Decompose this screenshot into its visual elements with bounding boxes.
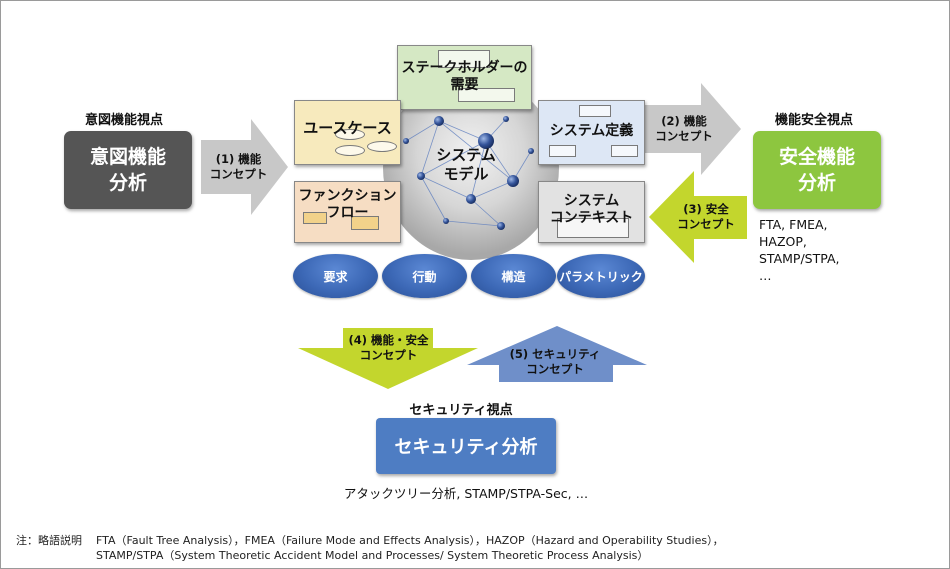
arrow-4-line1: (4) 機能・安全 bbox=[348, 333, 429, 347]
safety-method-3: STAMP/STPA, bbox=[759, 251, 840, 266]
arrow-5-line1: (5) セキュリティ bbox=[509, 347, 601, 361]
system-model-line2: モデル bbox=[443, 165, 489, 183]
system-definition-title: システム定義 bbox=[549, 123, 634, 139]
arrow-3-line2: コンセプト bbox=[677, 217, 735, 231]
security-analysis-box: セキュリティ分析 bbox=[376, 418, 556, 474]
pillar-requirements: 要求 bbox=[293, 254, 378, 298]
system-definition-panel: システム定義 bbox=[538, 100, 645, 165]
arrow-2-shape bbox=[641, 83, 741, 175]
system-model-label: システム モデル bbox=[421, 146, 511, 184]
arrow-2-label: (2) 機能 コンセプト bbox=[644, 114, 724, 144]
arrow-5-line2: コンセプト bbox=[526, 362, 584, 376]
system-model-sphere bbox=[383, 76, 559, 260]
system-context-title-line2: コンテキスト bbox=[549, 210, 634, 226]
arrow-3-label: (3) 安全 コンセプト bbox=[664, 202, 748, 232]
system-context-panel: システム コンテキスト bbox=[538, 181, 645, 243]
arrow-2-line2: コンセプト bbox=[655, 129, 713, 143]
usecase-title: ユースケース bbox=[303, 119, 392, 137]
arrow-1-label: (1) 機能 コンセプト bbox=[201, 152, 276, 182]
arrow-3-line1: (3) 安全 bbox=[683, 202, 729, 216]
safety-method-4: … bbox=[759, 268, 772, 283]
safety-methods: FTA, FMEA, HAZOP, STAMP/STPA, … bbox=[759, 216, 840, 284]
stakeholder-title-line2: 需要 bbox=[450, 77, 479, 93]
system-context-title-line1: システム bbox=[563, 193, 620, 209]
intent-box-line2: 分析 bbox=[108, 172, 147, 194]
security-viewpoint-label: セキュリティ視点 bbox=[409, 403, 513, 418]
arrow-3-shape bbox=[649, 171, 747, 263]
safety-method-2: HAZOP, bbox=[759, 234, 807, 249]
pillar-parametric: パラメトリック bbox=[557, 254, 645, 298]
safety-box-line1: 安全機能 bbox=[778, 146, 855, 168]
arrow-1-line1: (1) 機能 bbox=[215, 152, 262, 166]
arrow-4-shape bbox=[298, 348, 478, 389]
function-flow-title-line1: ファンクション bbox=[298, 188, 397, 204]
intent-viewpoint-label: 意図機能視点 bbox=[84, 113, 163, 128]
safety-box-line2: 分析 bbox=[797, 172, 836, 194]
pillar-structure: 構造 bbox=[471, 254, 556, 298]
usecase-panel: ユースケース bbox=[294, 100, 401, 165]
arrow-5-shape bbox=[467, 326, 647, 382]
arrow-2-line1: (2) 機能 bbox=[661, 114, 707, 128]
stakeholder-needs-panel: ステークホルダーの 需要 bbox=[397, 45, 532, 110]
footnote-heading: 注：略語説明 bbox=[16, 534, 82, 547]
intent-analysis-box: 意図機能 分析 bbox=[64, 131, 192, 209]
footnote-line2: STAMP/STPA（System Theoretic Accident Mod… bbox=[96, 549, 649, 562]
arrow-1-shape bbox=[201, 119, 288, 215]
security-methods: アタックツリー分析, STAMP/STPA-Sec, … bbox=[343, 486, 589, 501]
function-flow-panel: ファンクション フロー bbox=[294, 181, 401, 243]
arrow-1-line2: コンセプト bbox=[209, 167, 268, 181]
safety-method-1: FTA, FMEA, bbox=[759, 217, 828, 232]
pillar-behavior: 行動 bbox=[382, 254, 467, 298]
footnote-line1: FTA（Fault Tree Analysis），FMEA（Failure Mo… bbox=[96, 534, 724, 547]
system-model-line1: システム bbox=[436, 146, 496, 164]
safety-viewpoint-label: 機能安全視点 bbox=[774, 113, 853, 128]
arrow-4-label: (4) 機能・安全 コンセプト bbox=[331, 333, 446, 363]
function-flow-title-line2: フロー bbox=[326, 205, 369, 221]
arrow-5-label: (5) セキュリティ コンセプト bbox=[495, 347, 615, 377]
arrow-4-line2: コンセプト bbox=[359, 348, 418, 362]
safety-analysis-box: 安全機能 分析 bbox=[753, 131, 881, 209]
stakeholder-title-line1: ステークホルダーの bbox=[401, 60, 528, 76]
intent-box-line1: 意図機能 bbox=[89, 146, 166, 168]
